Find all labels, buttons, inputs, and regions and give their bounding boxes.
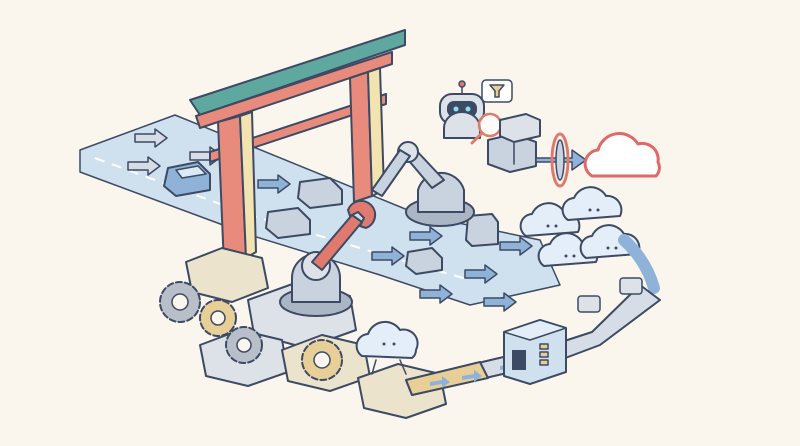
robot-inspector-icon xyxy=(439,80,485,139)
scanner-machine-icon xyxy=(503,319,567,385)
torii-gate-icon xyxy=(189,29,406,267)
walking-cloud-icon xyxy=(355,320,419,375)
filter-bubble-icon xyxy=(481,79,513,103)
gear-icon xyxy=(159,281,343,381)
red-cloud-icon xyxy=(583,132,661,178)
wrench-icon xyxy=(311,199,377,271)
robot-arm-icon xyxy=(371,141,475,227)
cloud-cluster-icon xyxy=(519,186,660,294)
car-icon xyxy=(163,161,499,275)
car-icon xyxy=(487,113,541,173)
portal-ring-icon xyxy=(535,132,587,188)
robot-arm-icon xyxy=(279,251,353,317)
